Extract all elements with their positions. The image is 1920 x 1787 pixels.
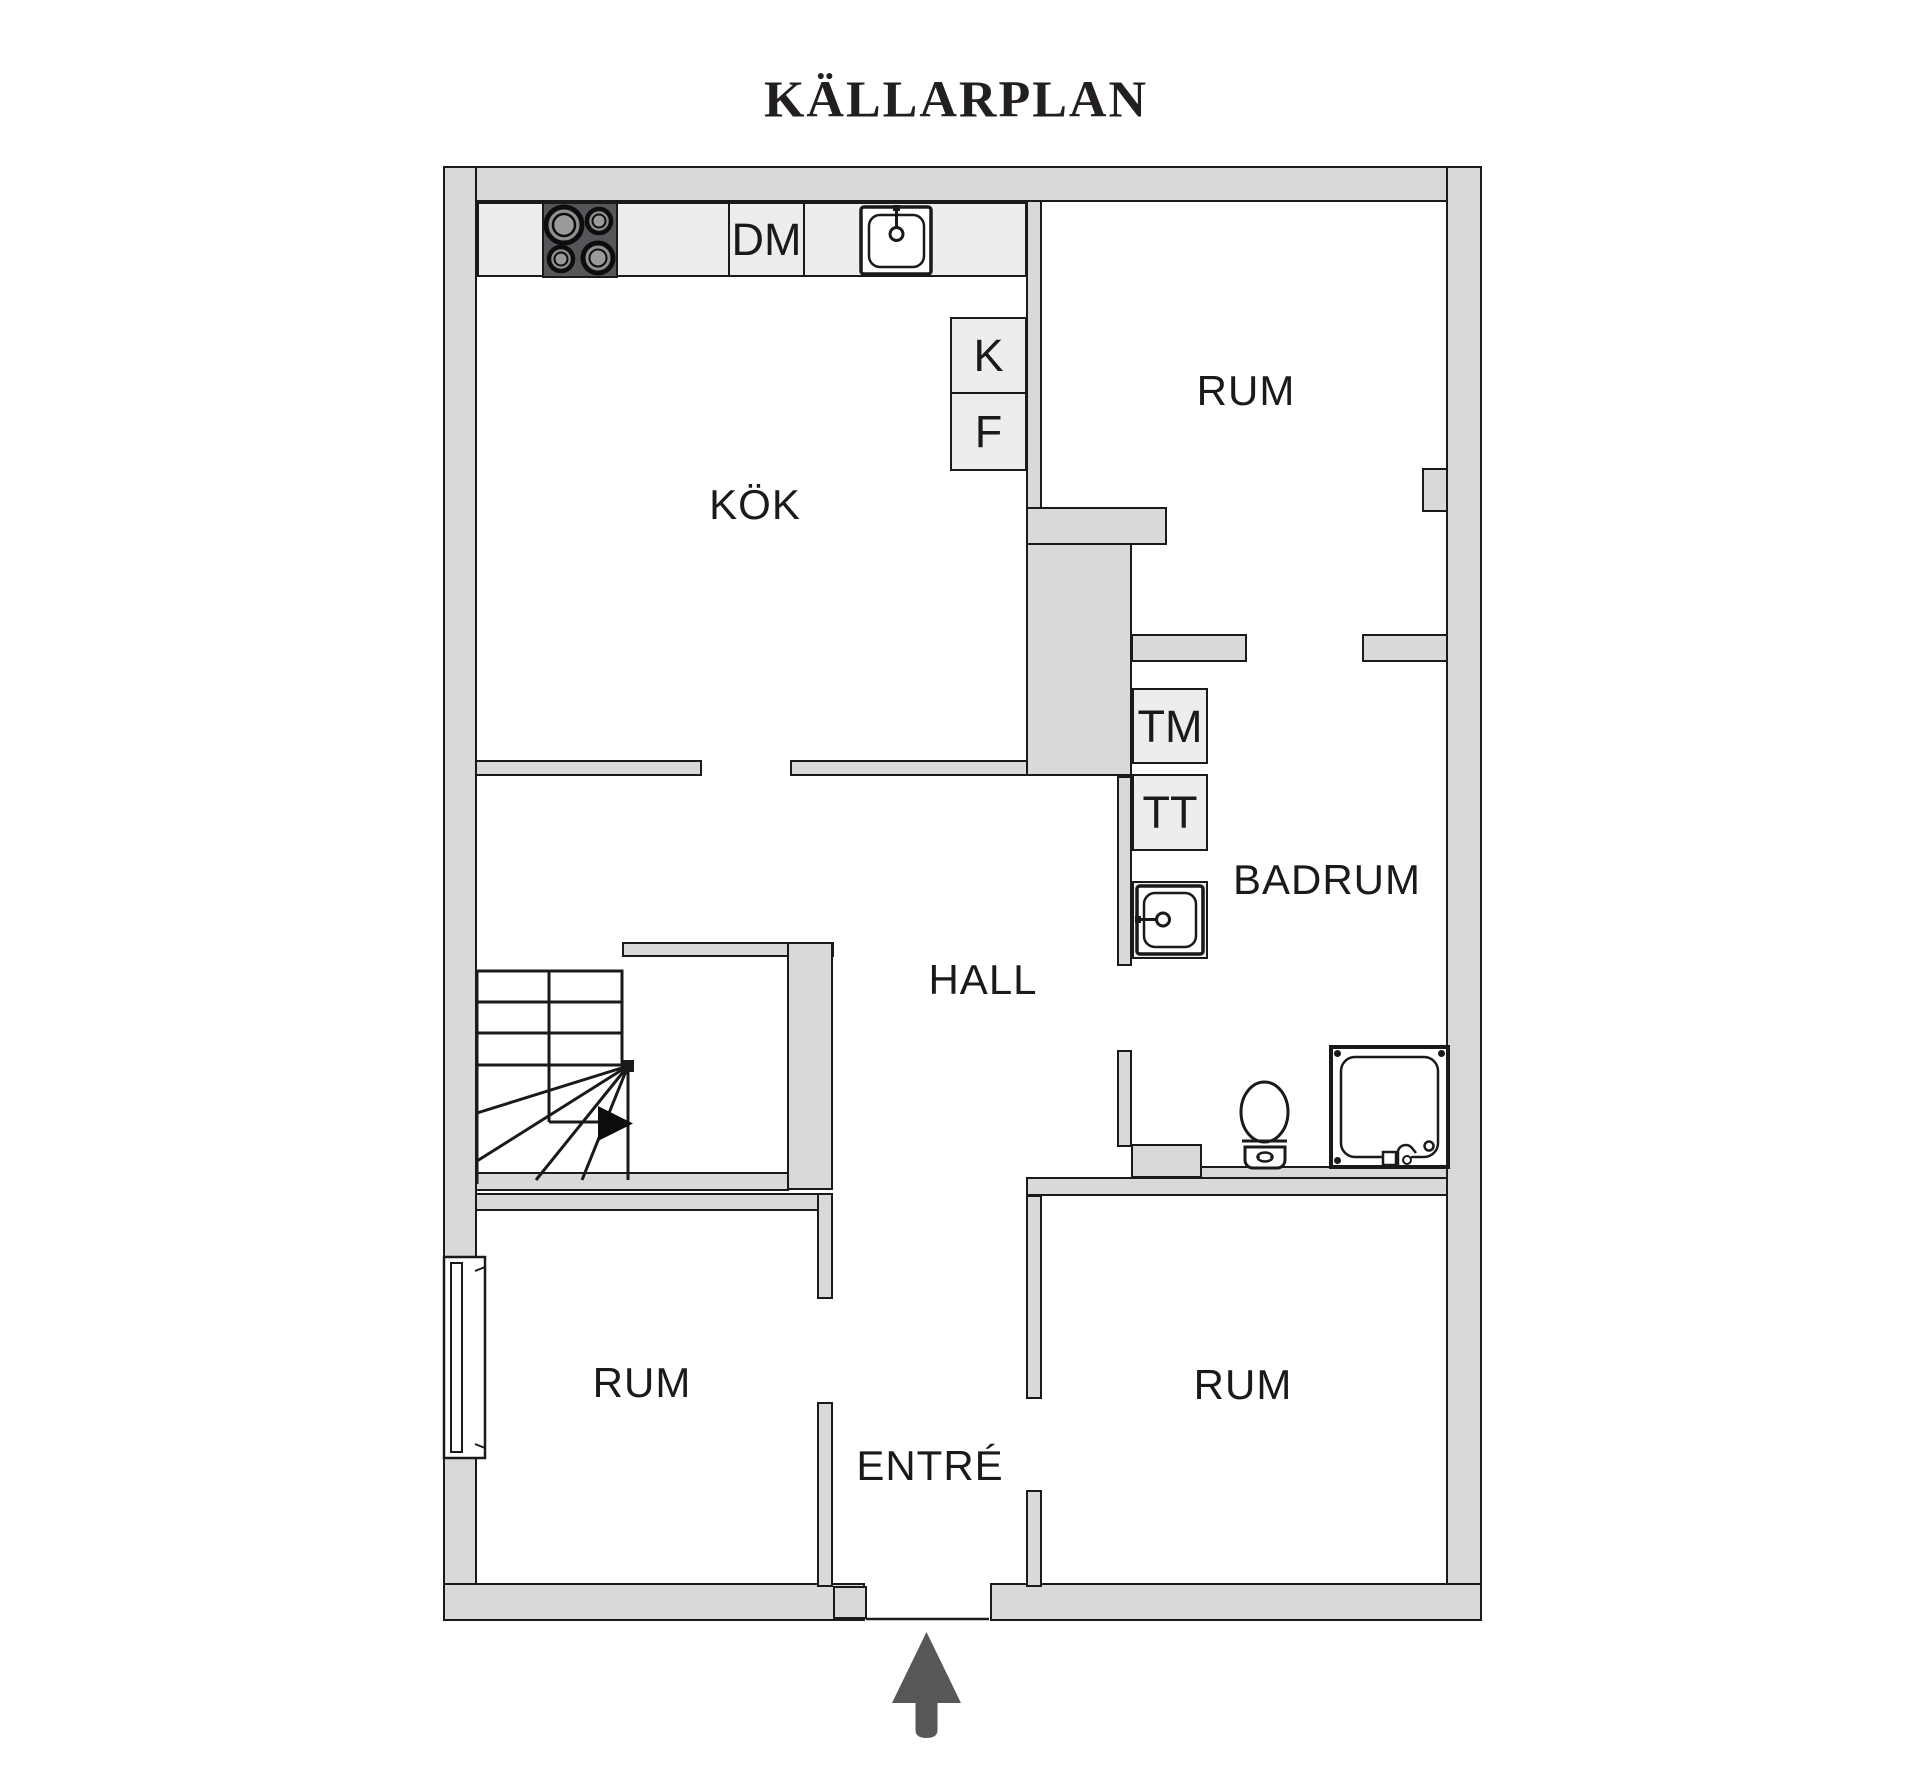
wall-rum-br-left-upper [1026,1195,1042,1399]
wall-rum-bl-right-lower [817,1402,833,1587]
stairs-direction-arrow-icon [598,1106,633,1141]
dishwasher-box: DM [728,202,805,277]
wall-rum-tr-bottom [1026,507,1167,545]
wall-rum-bl-top [475,1193,819,1211]
wall-right-pier [1422,468,1448,512]
stairs-icon [475,969,634,1184]
outer-wall-bottom-right [990,1583,1482,1621]
room-label-rum-br: RUM [1193,1361,1293,1408]
freezer-box: F [950,392,1027,471]
wall-passage-left-block [1026,543,1132,776]
tumble-dryer-box: TT [1132,774,1208,851]
wall-rum-bl-right-upper [817,1193,833,1299]
wall-badrum-top-left-stub [1131,634,1247,662]
wall-badrum-left-lower [1117,1050,1132,1147]
wall-kitchen-bottom-left [475,760,702,776]
wall-rum-br-top [1026,1177,1448,1196]
wall-entre-left-foot [833,1586,867,1619]
outer-wall-left [443,166,477,1621]
wall-badrum-floor-step [1131,1144,1202,1178]
page-title: KÄLLARPLAN [763,71,1149,129]
wall-stair-top [622,942,834,957]
stove-icon [542,202,618,278]
toilet-icon [1239,1080,1290,1170]
room-label-badrum: BADRUM [1232,856,1422,903]
wall-stair-right [787,942,833,1190]
outer-wall-top [443,166,1482,202]
outer-wall-right [1446,166,1482,1621]
wall-kitchen-rum-divider [1026,200,1042,509]
shower-icon [1329,1045,1450,1169]
room-label-rum-tr: RUM [1196,367,1296,414]
outer-wall-bottom-left [443,1583,865,1621]
room-label-rum-bl: RUM [592,1359,692,1406]
wall-badrum-top-right-stub [1362,634,1448,662]
wall-stair-bottom [475,1172,789,1191]
room-label-entre: ENTRÉ [856,1442,1004,1489]
room-label-kok: KÖK [709,481,801,528]
bathroom-sink-box [1132,881,1208,959]
room-label-hall: HALL [928,956,1038,1003]
wall-badrum-left-upper [1117,776,1132,966]
fridge-box: K [950,317,1027,394]
entrance-arrow-icon [892,1632,961,1738]
wall-rum-br-left-lower [1026,1490,1042,1587]
wall-kitchen-bottom-right [790,760,1028,776]
washing-machine-box: TM [1132,688,1208,764]
